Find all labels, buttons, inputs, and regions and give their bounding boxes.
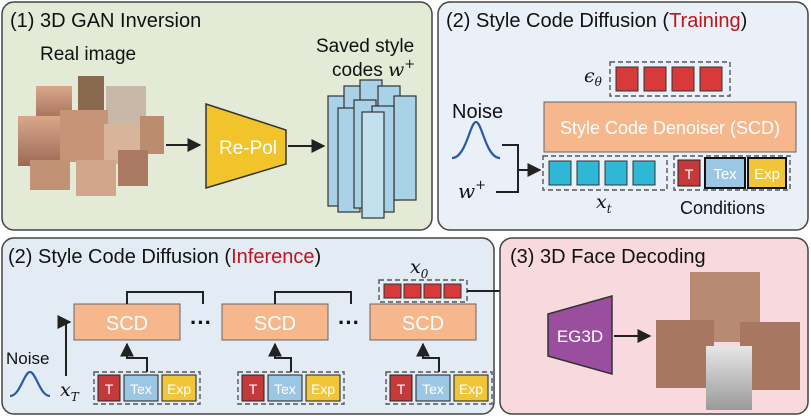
- inference-noise-label: Noise: [6, 349, 49, 368]
- epsilon-output-cells: [615, 66, 723, 92]
- svg-text:Exp: Exp: [167, 381, 191, 397]
- cond-tex-label: Tex: [713, 166, 737, 183]
- svg-text:T: T: [397, 381, 406, 397]
- svg-text:Tex: Tex: [130, 381, 152, 397]
- eg3d-label: EG3D: [557, 327, 603, 346]
- scd2-to-next-line: [274, 291, 352, 304]
- scd-block-2-label: SCD: [254, 313, 296, 335]
- training-noise-label: Noise: [452, 101, 503, 123]
- conditions-label: Conditions: [680, 198, 765, 218]
- saved-codes-label-1: Saved style: [316, 36, 414, 57]
- scd-denoiser-label: Style Code Denoiser (SCD): [560, 118, 780, 138]
- panel-inference-title: (2) Style Code Diffusion (Inference): [8, 246, 321, 268]
- scd1-to-next-line: [126, 291, 204, 304]
- cond-exp-cell: [747, 157, 787, 189]
- repol-block: [205, 102, 287, 190]
- scd-block-3: [369, 303, 477, 341]
- style-code-stack: [327, 79, 417, 219]
- panel-gan-title: (1) 3D GAN Inversion: [10, 10, 201, 32]
- eg3d-block: [547, 295, 613, 375]
- epsilon-output-group: [609, 61, 731, 97]
- cond-tex-cell: [704, 157, 746, 189]
- cond-exp-label: Exp: [754, 166, 780, 183]
- wplus-to-merge-line: [496, 170, 519, 193]
- condition-up-arrows: [120, 342, 440, 372]
- scd-block-1-label: SCD: [106, 313, 148, 335]
- svg-text:Tex: Tex: [274, 381, 296, 397]
- face-photo-collage: [18, 76, 164, 196]
- x0-label: x0: [410, 256, 429, 281]
- generated-face-collage: [656, 272, 800, 410]
- xt-group: [542, 155, 668, 191]
- panel-training-title: (2) Style Code Diffusion (Training): [446, 10, 747, 32]
- noise-to-merge-line: [502, 144, 519, 170]
- repol-label: Re-Pol: [219, 138, 277, 159]
- scd-block-2: [221, 303, 329, 341]
- real-image-label: Real image: [40, 44, 136, 65]
- scd-denoiser-block: [543, 101, 797, 153]
- x0-cells: [383, 283, 462, 299]
- svg-text:Exp: Exp: [459, 381, 483, 397]
- epsilon-theta-label: ϵθ: [584, 65, 603, 89]
- xT-label: xT: [60, 379, 80, 404]
- cond-t-label: T: [685, 166, 694, 182]
- svg-text:Tex: Tex: [422, 381, 444, 397]
- svg-text:T: T: [105, 381, 114, 397]
- svg-text:Exp: Exp: [311, 381, 335, 397]
- training-wplus-label: w+: [458, 178, 486, 203]
- svg-text:T: T: [249, 381, 258, 397]
- inference-scd-blocks: SCD SCD SCD: [73, 303, 477, 341]
- scd-block-3-label: SCD: [402, 313, 444, 335]
- inference-dots-1: ···: [190, 310, 212, 335]
- xt-cells: [548, 160, 656, 186]
- inference-gaussian-icon: [9, 370, 51, 398]
- training-conditions-group: [673, 155, 791, 191]
- xT-to-scd1-arrow: [57, 315, 72, 376]
- inference-dots-2: ···: [338, 310, 360, 335]
- saved-codes-label-2: codes w+: [332, 57, 415, 81]
- cond-t-cell: [677, 159, 701, 187]
- panel-decoding-title: (3) 3D Face Decoding: [510, 246, 706, 268]
- inference-condition-labels: T Tex Exp T Tex Exp T Tex Exp: [105, 381, 484, 397]
- training-gaussian-icon: [451, 120, 501, 160]
- xt-label: xt: [596, 191, 612, 216]
